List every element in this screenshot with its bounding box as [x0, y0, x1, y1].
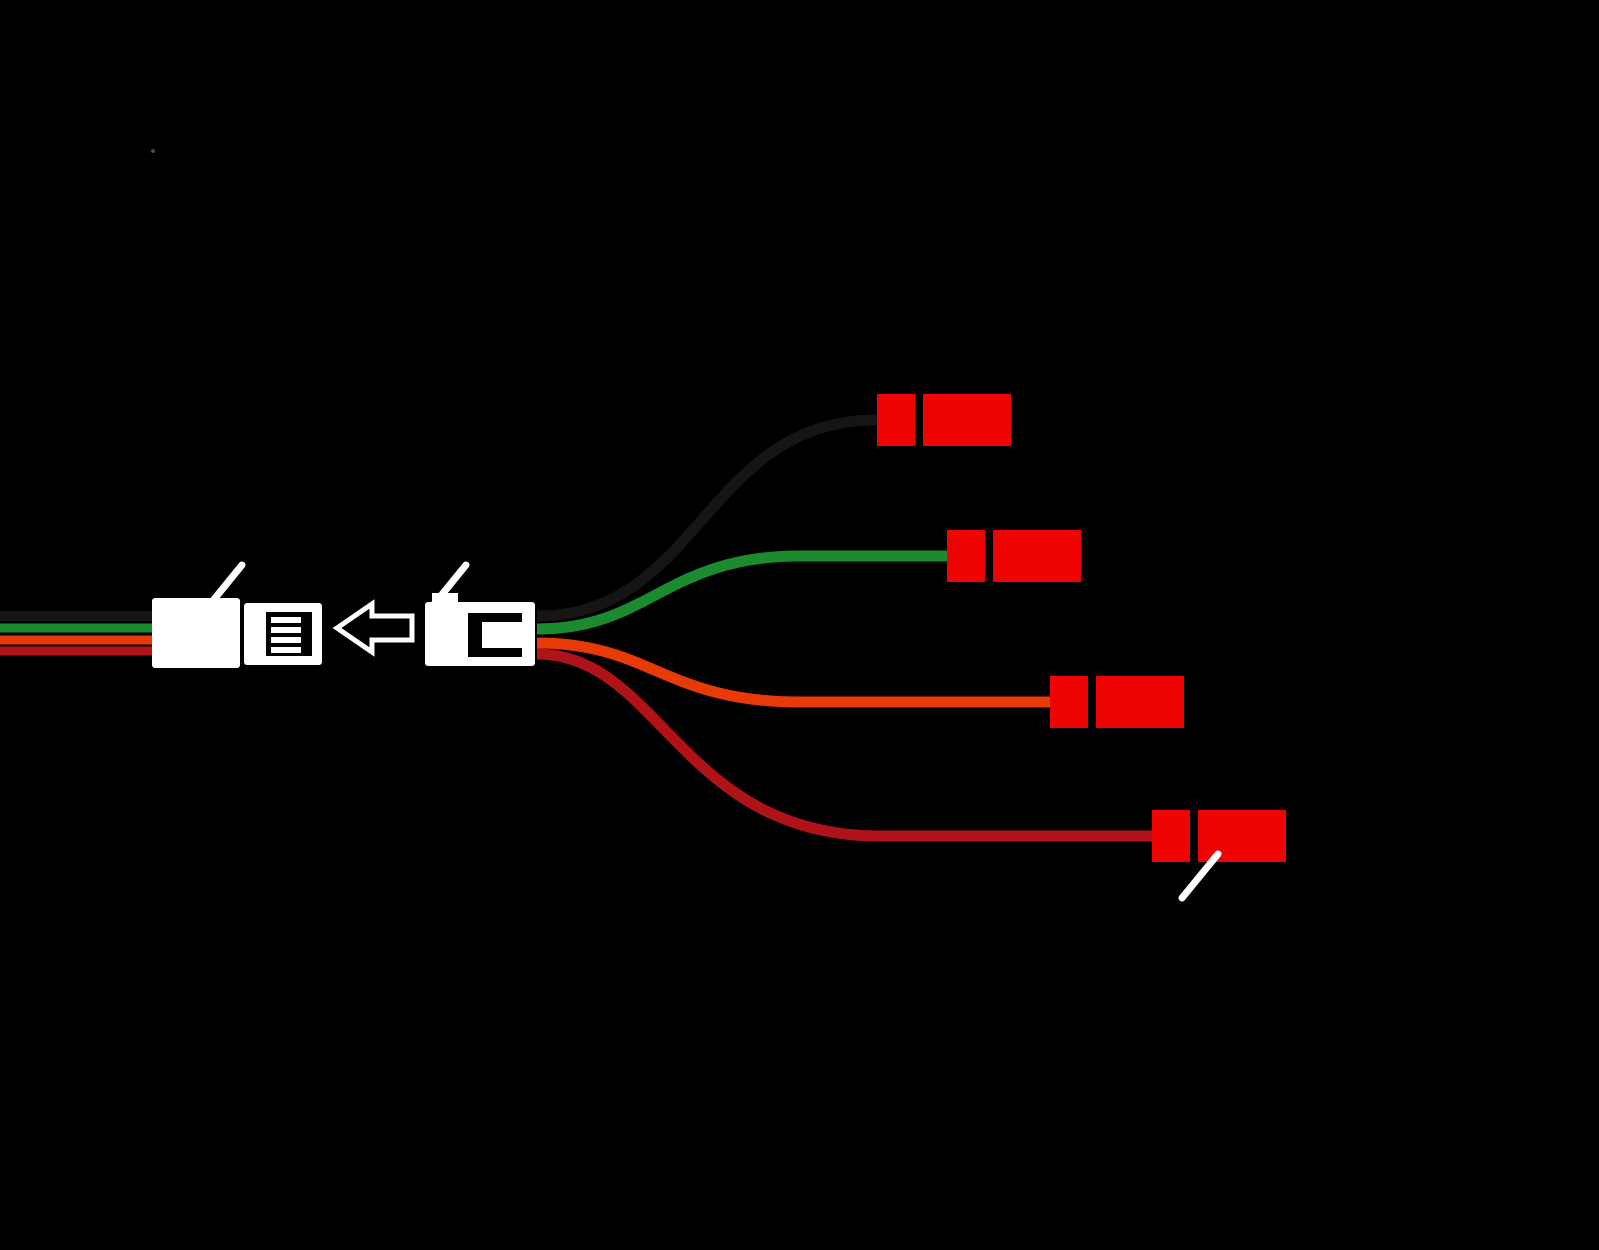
terminal-body [1198, 810, 1286, 862]
terminal-black-wire [877, 394, 1011, 446]
terminal-body [1096, 676, 1184, 728]
terminal-sleeve [947, 530, 985, 582]
terminal-sleeve [1152, 810, 1190, 862]
terminal-slot [271, 627, 301, 633]
terminal-slot [271, 617, 301, 623]
connector-female-terminal-slots [271, 617, 301, 653]
connector-female-housing [152, 598, 322, 668]
black-wire [536, 414, 878, 622]
pin-callouts [203, 561, 1222, 902]
fanout-wires [536, 414, 1153, 842]
connector-female-body-left [152, 598, 240, 668]
terminal-slot [271, 637, 301, 643]
terminal-sleeve [877, 394, 915, 446]
terminal-body [923, 394, 1011, 446]
orange-wire [536, 637, 1051, 708]
mating-arrow-icon [332, 599, 415, 657]
connector-male-plug [425, 593, 535, 666]
terminal-green-wire [947, 530, 1081, 582]
pin-at-bottom-terminal [1178, 850, 1222, 902]
dark-red-wire [536, 648, 1153, 842]
pin-at-right-connector [427, 561, 470, 612]
terminal-orange-wire [1050, 676, 1184, 728]
terminal-body [993, 530, 1081, 582]
terminal-slot [271, 647, 301, 653]
left-cable-bundle [0, 611, 156, 656]
connector-male-cavity-opening [482, 622, 522, 648]
green-wire [536, 550, 948, 635]
terminal-dark-red-wire [1152, 810, 1286, 862]
terminal-sleeve [1050, 676, 1088, 728]
stray-dot [151, 149, 155, 153]
pin-at-left-connector [203, 561, 246, 612]
